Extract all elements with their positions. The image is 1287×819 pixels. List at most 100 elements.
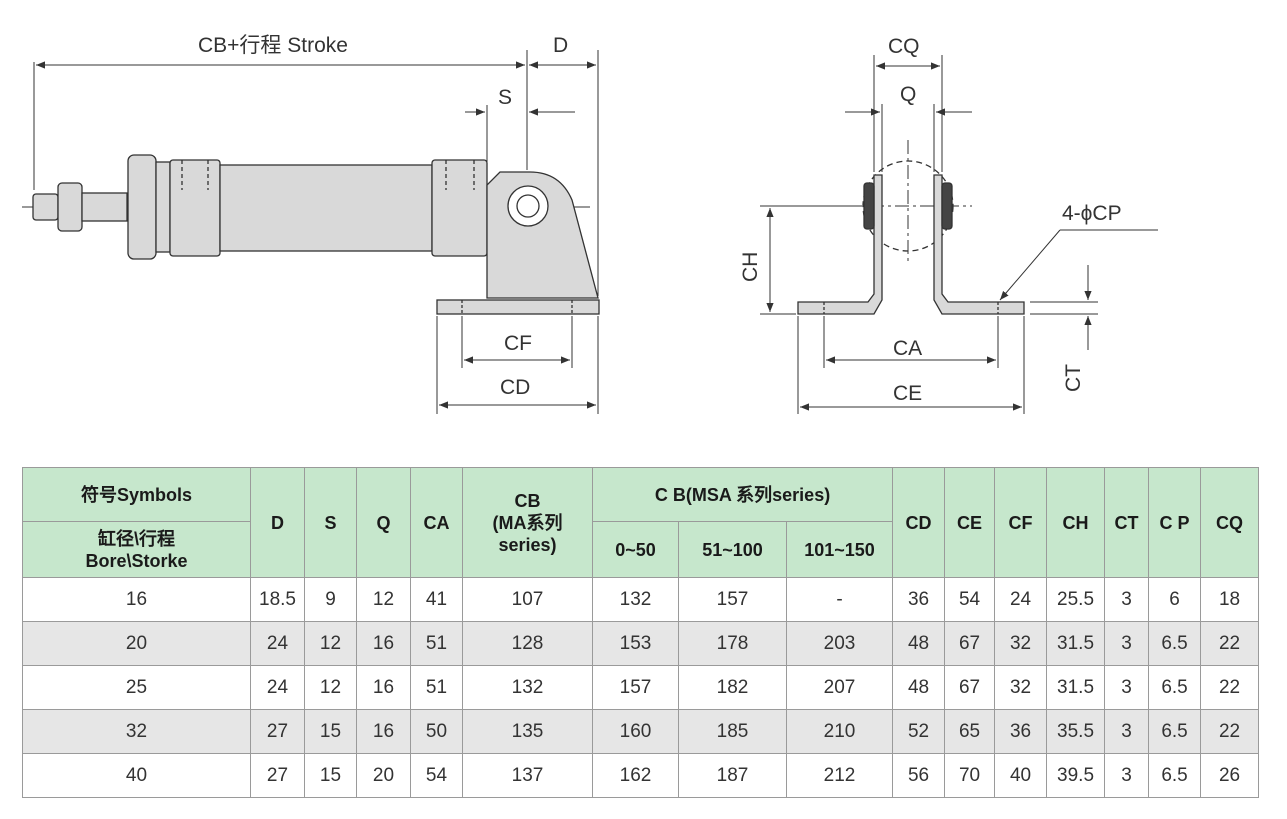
- label-cq: CQ: [888, 35, 920, 58]
- table-cell: 3: [1104, 753, 1150, 798]
- front-view: [797, 140, 1025, 315]
- table-cell: 65: [944, 709, 996, 754]
- table-cell: 3: [1104, 709, 1150, 754]
- table-cell: 132: [462, 665, 593, 710]
- table-cell: 22: [1200, 621, 1260, 666]
- table-cell: 52: [892, 709, 946, 754]
- header-cf: CF: [994, 467, 1048, 578]
- technical-drawing: CB+行程 Stroke D S CF CD: [22, 34, 1158, 414]
- table-cell: 157: [592, 665, 679, 710]
- table-cell: 41: [410, 577, 463, 622]
- spec-table: 符号Symbols D S Q CA CB (MA系列 series) C B(…: [22, 467, 1260, 798]
- table-cell: 48: [892, 621, 946, 666]
- header-q: Q: [356, 467, 411, 578]
- table-cell: 39.5: [1046, 753, 1106, 798]
- label-ch: CH: [739, 252, 762, 282]
- table-cell: 16: [356, 709, 411, 754]
- header-bore-cn: 缸径\行程: [97, 528, 175, 549]
- table-cell: 153: [592, 621, 679, 666]
- label-cf: CF: [504, 332, 532, 355]
- side-view: [22, 154, 600, 315]
- header-cq: CQ: [1200, 467, 1260, 578]
- table-cell: 18.5: [250, 577, 305, 622]
- header-cb-ma-line2: (MA系列: [492, 512, 563, 533]
- table-cell: 31.5: [1046, 665, 1106, 710]
- table-cell: 15: [304, 709, 357, 754]
- table-cell: 40: [994, 753, 1048, 798]
- table-cell: 35.5: [1046, 709, 1106, 754]
- table-cell: 26: [1200, 753, 1260, 798]
- table-cell: 20: [22, 621, 251, 666]
- header-d: D: [250, 467, 305, 578]
- table-cell: 24: [250, 621, 305, 666]
- header-ce: CE: [944, 467, 996, 578]
- table-cell: 6.5: [1148, 621, 1202, 666]
- table-cell: 67: [944, 665, 996, 710]
- table-cell: 40: [22, 753, 251, 798]
- table-cell: 132: [592, 577, 679, 622]
- header-range-2: 51~100: [678, 521, 787, 578]
- table-cell: 56: [892, 753, 946, 798]
- table-cell: 32: [994, 665, 1048, 710]
- table-cell: 128: [462, 621, 593, 666]
- table-cell: 12: [304, 621, 357, 666]
- label-cd: CD: [500, 376, 530, 399]
- table-cell: 70: [944, 753, 996, 798]
- table-cell: 16: [22, 577, 251, 622]
- table-cell: 24: [994, 577, 1048, 622]
- table-cell: 6: [1148, 577, 1202, 622]
- table-cell: 6.5: [1148, 753, 1202, 798]
- label-cb-stroke: CB+行程 Stroke: [198, 34, 348, 57]
- table-cell: 31.5: [1046, 621, 1106, 666]
- table-cell: 185: [678, 709, 787, 754]
- label-q: Q: [900, 83, 916, 106]
- label-d: D: [553, 34, 568, 57]
- header-cb-ma-line3: series): [498, 534, 557, 555]
- table-cell: 54: [944, 577, 996, 622]
- header-s: S: [304, 467, 357, 578]
- table-cell: 27: [250, 709, 305, 754]
- table-cell: 187: [678, 753, 787, 798]
- table-cell: 32: [994, 621, 1048, 666]
- table-cell: 20: [356, 753, 411, 798]
- table-cell: 48: [892, 665, 946, 710]
- table-cell: 24: [250, 665, 305, 710]
- table-cell: 36: [994, 709, 1048, 754]
- table-cell: 67: [944, 621, 996, 666]
- table-cell: 12: [356, 577, 411, 622]
- table-cell: 12: [304, 665, 357, 710]
- table-cell: 51: [410, 621, 463, 666]
- table-cell: 25: [22, 665, 251, 710]
- table-cell: 50: [410, 709, 463, 754]
- header-cd: CD: [892, 467, 946, 578]
- table-cell: 162: [592, 753, 679, 798]
- table-cell: 3: [1104, 621, 1150, 666]
- table-cell: 9: [304, 577, 357, 622]
- header-cp: C P: [1148, 467, 1202, 578]
- table-cell: 54: [410, 753, 463, 798]
- table-cell: 27: [250, 753, 305, 798]
- header-symbols: 符号Symbols: [22, 467, 251, 522]
- table-cell: 210: [785, 709, 894, 754]
- table-cell: 25.5: [1046, 577, 1106, 622]
- header-bore: 缸径\行程 Bore\Storke: [22, 521, 251, 578]
- table-cell: 22: [1200, 709, 1260, 754]
- table-cell: 3: [1104, 665, 1150, 710]
- table-cell: 135: [462, 709, 593, 754]
- table-cell: 207: [785, 665, 894, 710]
- header-cb-ma: CB (MA系列 series): [462, 467, 593, 578]
- header-ch: CH: [1046, 467, 1106, 578]
- table-cell: 182: [678, 665, 787, 710]
- table-cell: 15: [304, 753, 357, 798]
- header-range-3: 101~150: [785, 521, 894, 578]
- table-cell: 212: [785, 753, 894, 798]
- table-cell: 6.5: [1148, 665, 1202, 710]
- table-cell: 32: [22, 709, 251, 754]
- label-ct: CT: [1062, 364, 1085, 392]
- header-range-1: 0~50: [592, 521, 679, 578]
- label-ce: CE: [893, 382, 922, 405]
